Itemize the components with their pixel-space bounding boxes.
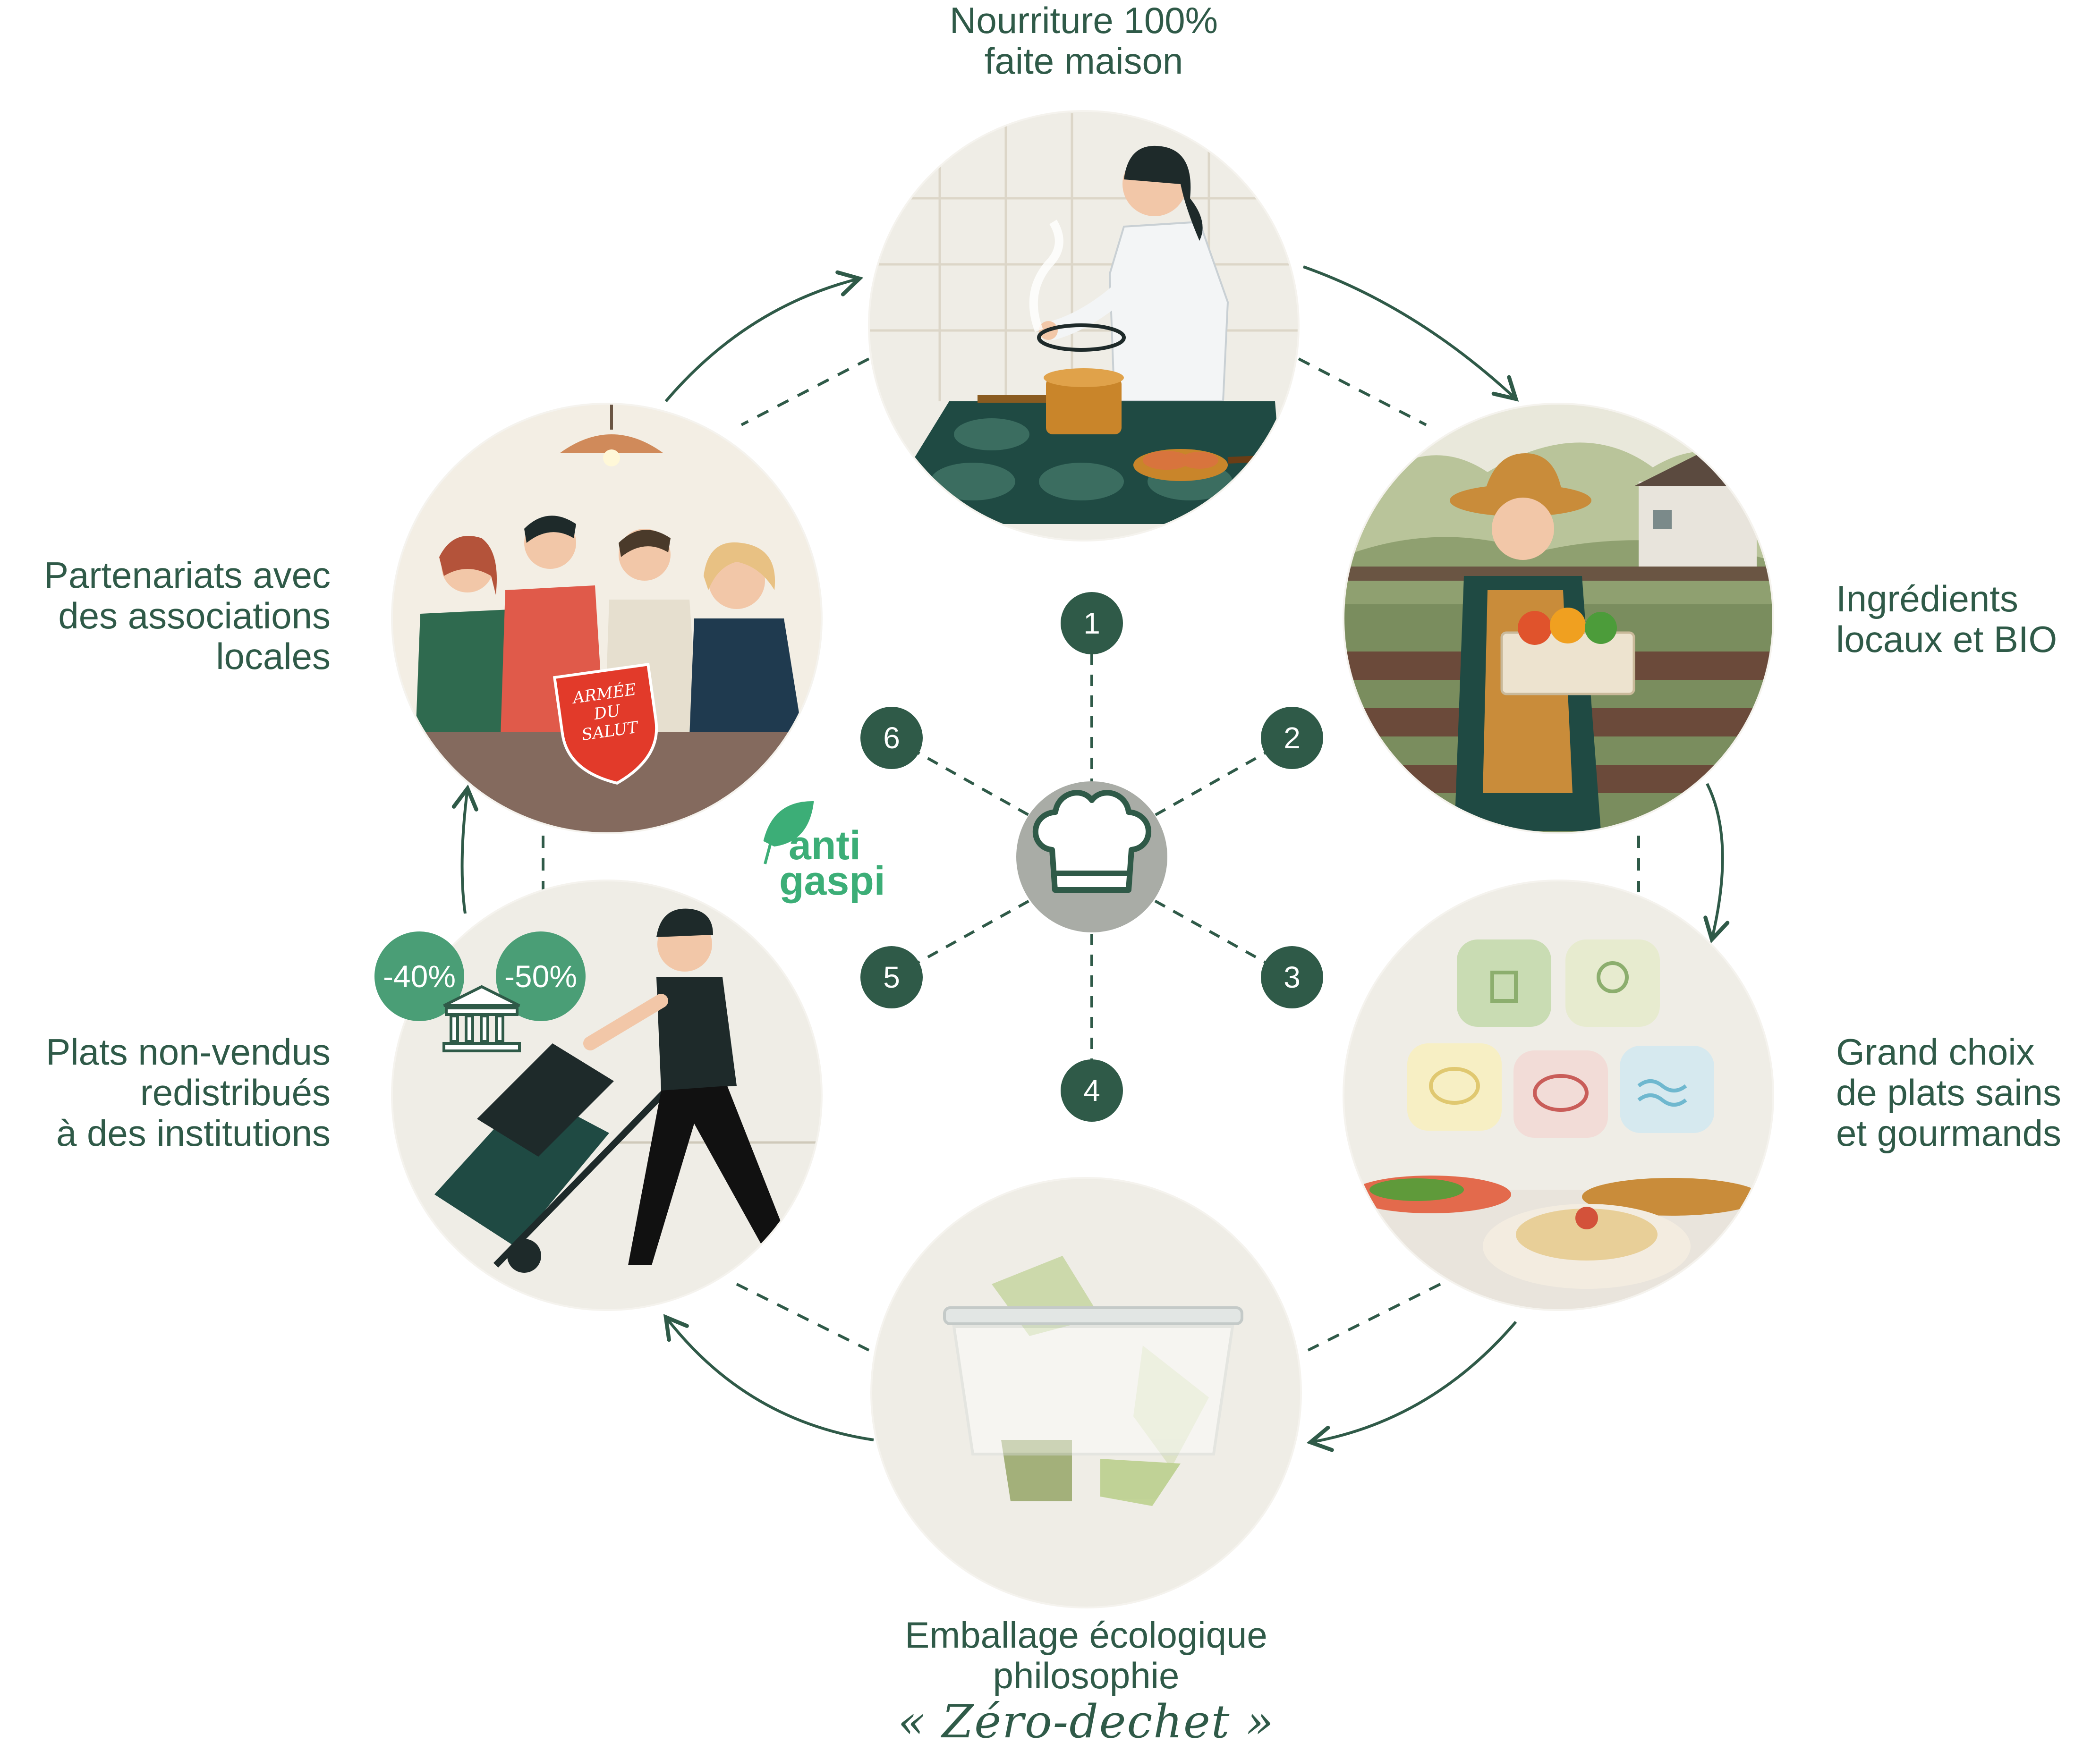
anti-gaspi-logo: anti gaspi xyxy=(763,801,885,904)
step-label-3: Grand choix de plats sains et gourmands xyxy=(1836,1032,2096,1153)
arrow-2-to-3 xyxy=(1703,783,1730,944)
discount-badge-50 xyxy=(496,931,586,1021)
chicken-leg-icon xyxy=(1407,1043,1502,1131)
eco-packaging-illustration xyxy=(871,1178,1301,1608)
arrow-4-to-5 xyxy=(663,1314,874,1441)
shield-line-2: DU xyxy=(592,701,622,724)
step-label-6-line-2: des associations xyxy=(58,595,331,636)
step-number-5: 5 xyxy=(883,960,900,994)
chef-cooking-illustration xyxy=(869,111,1299,541)
logo-line-1: anti xyxy=(789,823,861,868)
step-number-4: 4 xyxy=(1083,1074,1100,1108)
step-number-2: 2 xyxy=(1284,721,1301,755)
discount-50-label: -50% xyxy=(504,959,577,994)
pot-icon xyxy=(978,220,1126,434)
healthy-dishes-illustration xyxy=(1343,880,1773,1310)
step-node-3 xyxy=(1261,946,1323,1008)
step-label-1-line-1: Nourriture 100% xyxy=(950,0,1218,41)
container-icon xyxy=(943,1306,1243,1455)
delivery-illustration xyxy=(392,880,822,1310)
step-label-2-line-1: Ingrédients xyxy=(1836,578,2018,619)
discount-40-label: -40% xyxy=(383,959,456,994)
step-node-4 xyxy=(1061,1059,1123,1122)
step-label-4: Emballage écologique philosophie « Zéro-… xyxy=(831,1615,1341,1748)
hand-truck-icon xyxy=(434,1043,673,1273)
discount-badges: -40% -50% xyxy=(374,931,586,1052)
delivery-person-icon xyxy=(583,908,789,1265)
step-label-5-line-1: Plats non-vendus xyxy=(46,1031,331,1073)
arrow-5-to-6 xyxy=(451,784,478,914)
step-label-2: Ingrédients locaux et BIO xyxy=(1836,578,2091,660)
step-node-5 xyxy=(860,946,923,1008)
zero-dechet-tagline: « Zéro-dechet » xyxy=(898,1695,1275,1748)
step-number-6: 6 xyxy=(883,721,900,755)
logo-line-2: gaspi xyxy=(779,858,885,904)
step-node-2 xyxy=(1261,707,1323,769)
steak-icon xyxy=(1513,1050,1608,1138)
step-label-4-line-1: Emballage écologique xyxy=(905,1614,1267,1656)
arrow-3-to-4 xyxy=(1306,1321,1517,1452)
center-hub xyxy=(1016,781,1167,932)
step-label-4-line-2: philosophie xyxy=(993,1655,1180,1696)
bank-building-icon xyxy=(442,985,521,1052)
arrow-6-to-1 xyxy=(664,270,864,402)
step-label-5: Plats non-vendus redistribués à des inst… xyxy=(0,1032,331,1153)
discount-badge-40 xyxy=(374,931,464,1021)
step-label-1: Nourriture 100% faite maison xyxy=(869,0,1299,81)
step-label-2-line-2: locaux et BIO xyxy=(1836,618,2057,660)
step-label-3-line-1: Grand choix xyxy=(1836,1031,2035,1073)
step-label-6-line-3: locales xyxy=(216,635,331,677)
farmer-vegetables-illustration xyxy=(1343,404,1773,833)
chef-icon xyxy=(1039,145,1229,402)
step-number-1: 1 xyxy=(1083,606,1100,640)
step-label-3-line-2: de plats sains xyxy=(1836,1072,2061,1113)
step-node-1 xyxy=(1061,592,1123,654)
cycle-arrows xyxy=(451,265,1730,1452)
arrow-1-to-2 xyxy=(1302,265,1519,402)
step-numbers: 1 2 3 4 5 6 xyxy=(883,606,1301,1108)
step-label-6: Partenariats avec des associations local… xyxy=(0,555,331,677)
step-node-6 xyxy=(860,707,923,769)
associations-illustration: ARMÉE DU SALUT xyxy=(392,404,822,833)
salvation-army-shield-icon: ARMÉE DU SALUT xyxy=(553,662,658,785)
step-label-5-line-3: à des institutions xyxy=(56,1112,331,1154)
pasta-plate-icon xyxy=(1351,1176,1761,1289)
broccoli-icon xyxy=(1565,939,1660,1027)
step-number-3: 3 xyxy=(1284,960,1301,994)
step-label-6-line-1: Partenariats avec xyxy=(44,554,331,596)
leaf-icon xyxy=(763,801,814,864)
step-label-1-line-2: faite maison xyxy=(984,40,1183,82)
vegetable-crate-icon xyxy=(1500,608,1635,695)
step-label-3-line-3: et gourmands xyxy=(1836,1112,2061,1154)
ceiling-lamp-icon xyxy=(560,404,663,466)
dashed-cycle-connectors xyxy=(542,357,1640,1352)
step-label-5-line-2: redistribués xyxy=(140,1072,331,1113)
step-nodes xyxy=(860,592,1323,1122)
milk-icon xyxy=(1457,939,1551,1027)
chef-hat-icon xyxy=(1032,790,1151,893)
